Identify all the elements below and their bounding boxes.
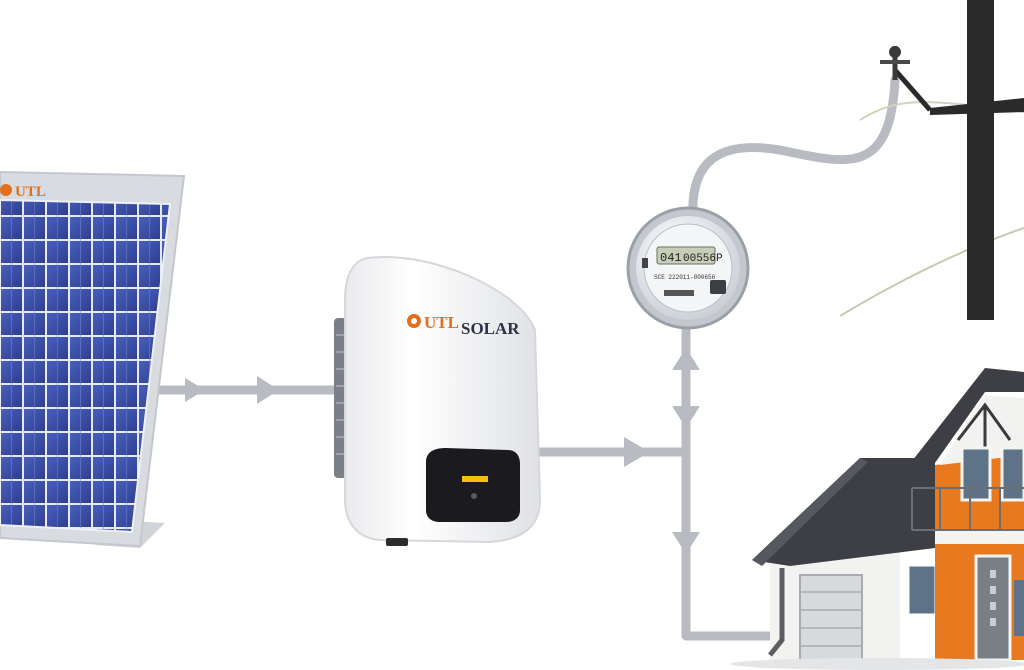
window-upper-1 [960,446,992,502]
inverter-icon: UTL SOLAR [334,256,542,546]
gable-roof [905,368,1024,470]
utility-pole-icon [880,0,1024,320]
window-lower-right [1014,580,1024,636]
electric-meter-icon: 041 00556P SCE 222011-000656 [626,206,750,330]
pole [967,0,994,320]
meter-reading-prefix: 041 [660,251,682,265]
panel-brand: UTL [15,184,46,200]
solar-panel-icon: UTL [0,170,186,548]
left-roof [752,458,935,566]
meter-reading: 00556P [683,253,723,265]
flow-arrow-icon [672,348,700,370]
meter-serial: SCE 222011-000656 [654,274,716,281]
balcony-railing [911,487,1024,531]
meter-lcd [656,246,716,265]
garage-door [799,574,863,661]
crossarm [930,98,1024,115]
white-band [935,530,1024,544]
inverter-brand-prefix: UTL [424,313,459,332]
meter-port [710,280,726,294]
flow-arrow-icon [257,376,279,404]
flow-arrow-icon [672,532,700,554]
house-icon [730,368,1024,670]
meter-barcode [664,290,694,296]
service-drop-wire [688,75,900,223]
window-left [906,563,938,617]
inverter-brand-suffix: SOLAR [461,319,520,338]
inverter-front-panel [426,448,520,522]
flow-arrow-icon [672,406,700,428]
flow-arrow-icon [185,378,205,402]
panel-cells [0,198,172,534]
inverter-display [462,476,488,482]
flow-arrows [185,348,700,554]
window-upper-2 [1000,446,1024,502]
inverter-status-led [471,493,477,499]
panel-logo-icon [0,184,12,196]
flow-arrow-icon [624,437,650,467]
inverter-foot [386,538,408,546]
grid-line-thin [839,227,1024,317]
drainpipe [768,568,785,657]
